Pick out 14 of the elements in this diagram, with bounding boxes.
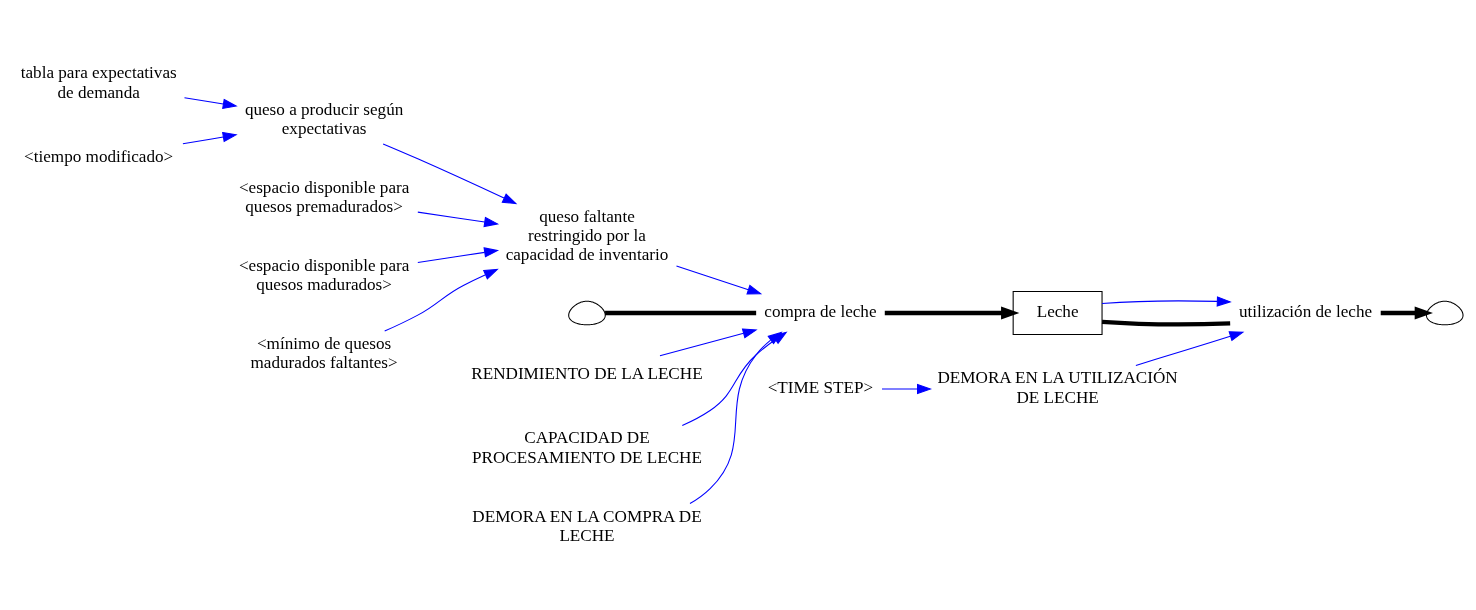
- node-text: RENDIMIENTO DE LA LECHE: [471, 363, 703, 383]
- node-text: <tiempo modificado>: [24, 146, 174, 166]
- node-text: compra de leche: [764, 301, 877, 321]
- node-text: DEMORA EN LA UTILIZACIÓN DE LECHE: [937, 367, 1178, 407]
- node-text: queso a producir según expectativas: [244, 99, 404, 138]
- node-text: <espacio disponible para quesos premadurados>: [238, 177, 410, 216]
- node-text: DEMORA EN LA COMPRA DE LECHE: [472, 506, 702, 545]
- node-text: <espacio disponible para quesos madurados>: [238, 255, 410, 294]
- node-text: utilización de leche: [1238, 301, 1373, 321]
- node-text: tabla para expectativas de demanda: [20, 62, 177, 102]
- node-text: CAPACIDAD DE PROCESAMIENTO DE LECHE: [472, 427, 702, 467]
- node-text: <mínimo de quesos madurados faltantes>: [250, 333, 398, 372]
- node-text: queso faltante restringido por la capacidad de inventario: [505, 206, 669, 264]
- node-text: <TIME STEP>: [767, 377, 874, 397]
